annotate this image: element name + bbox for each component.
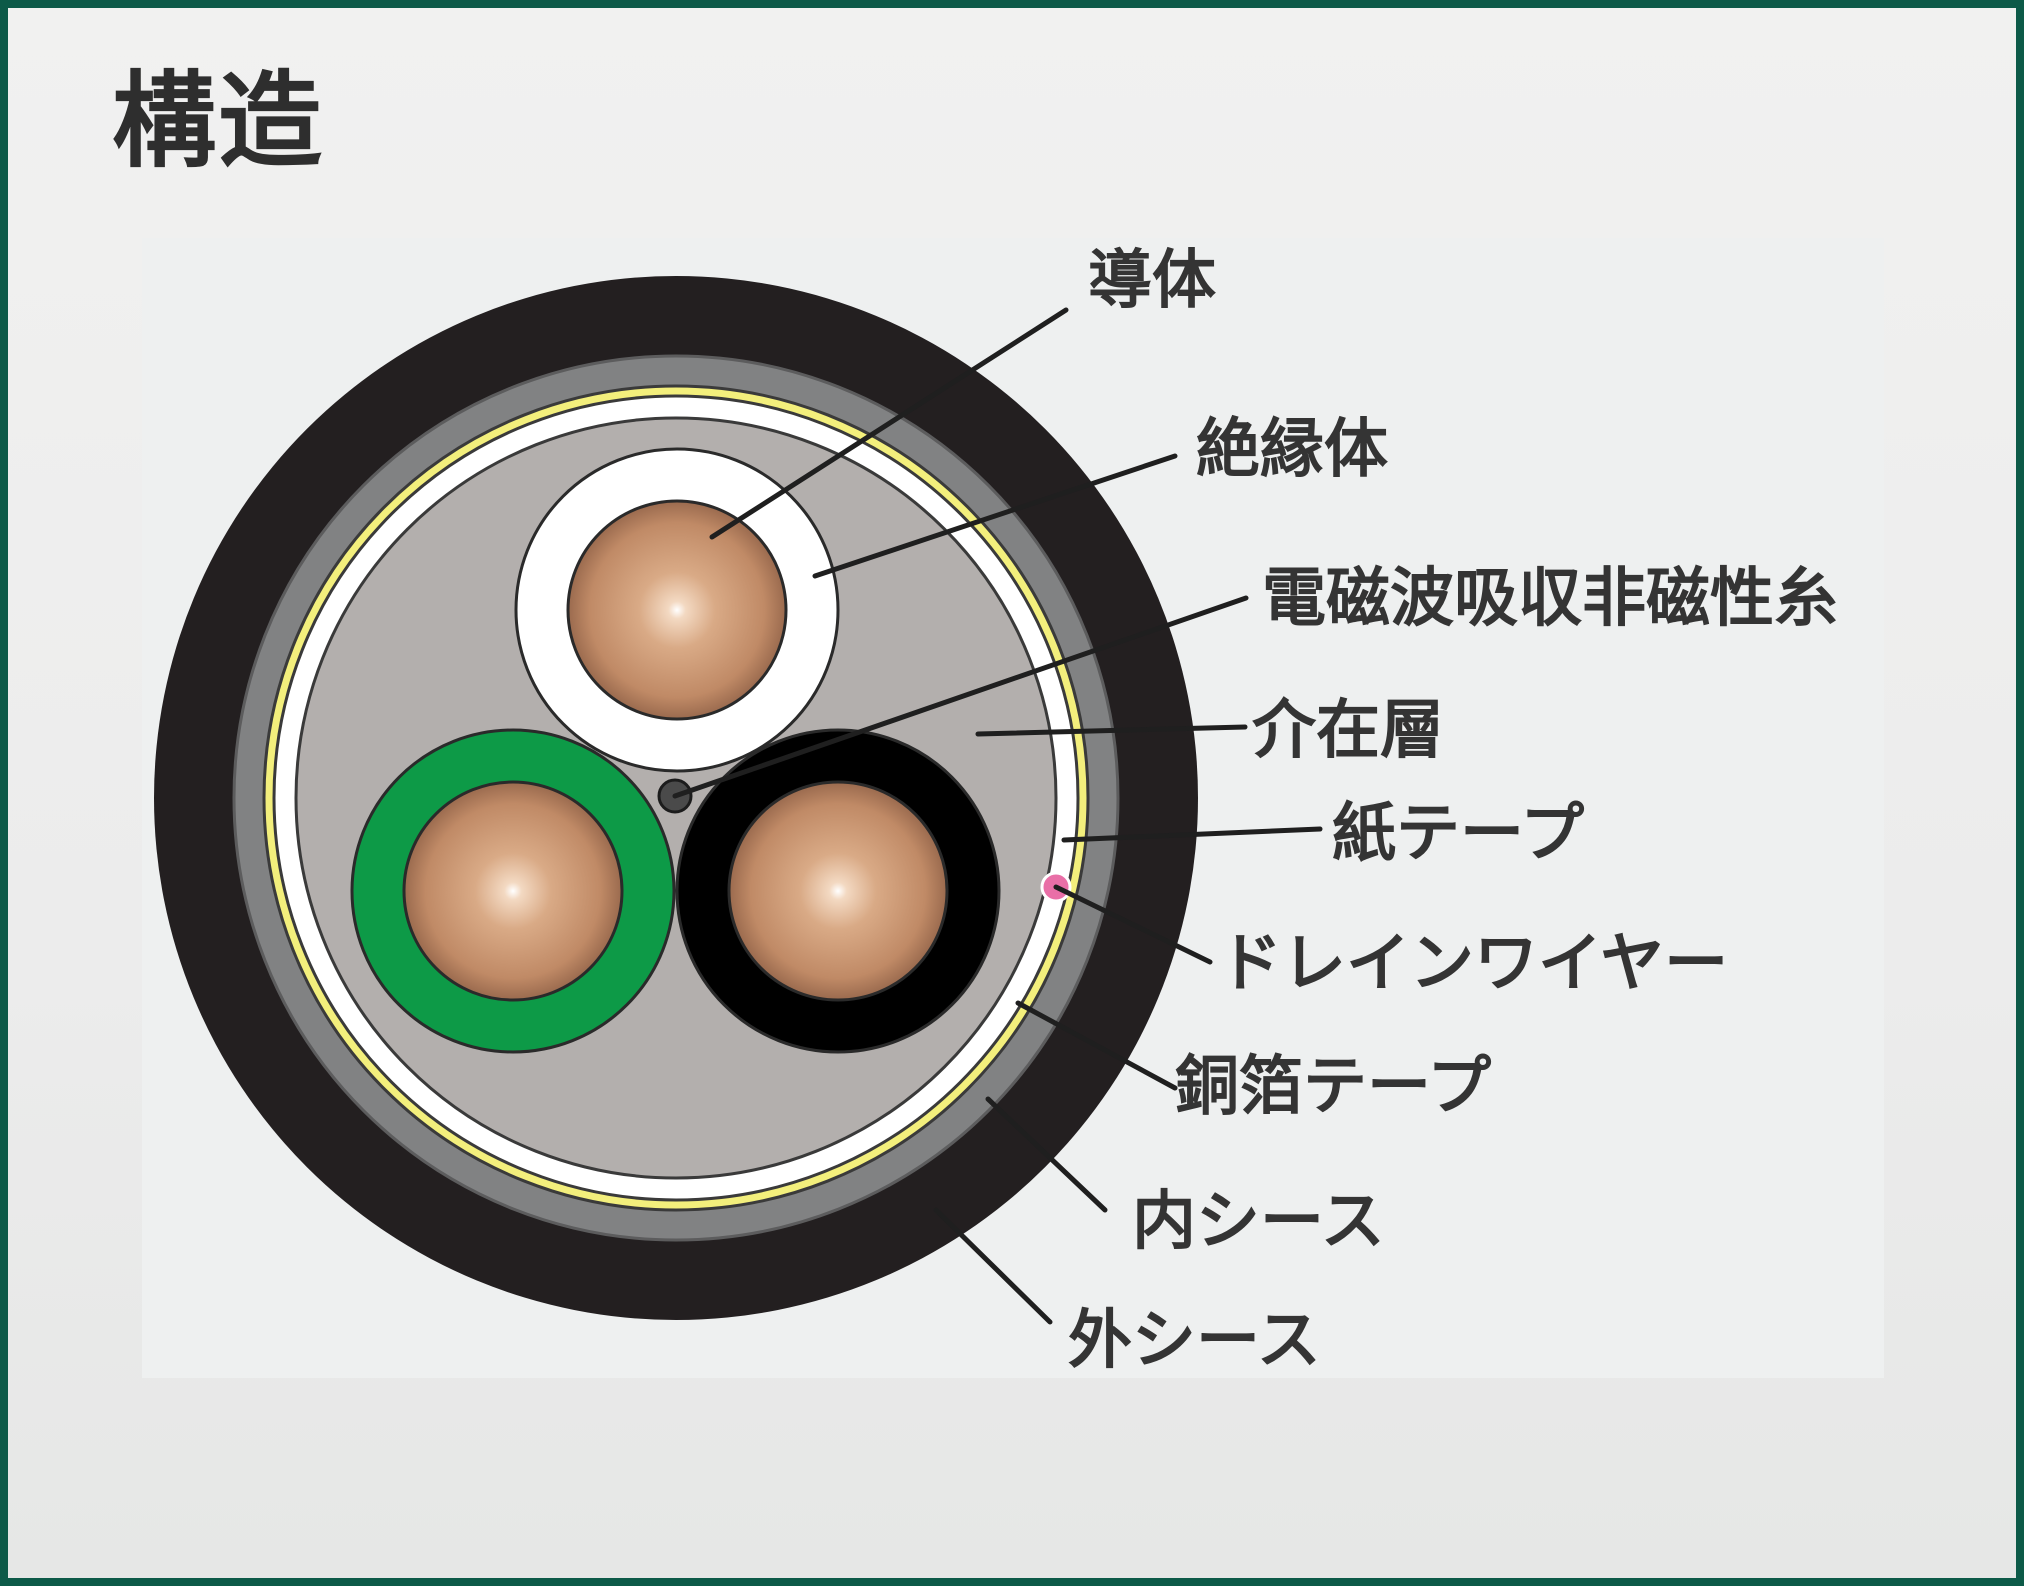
leader-line-paper-tape bbox=[1061, 826, 1323, 843]
core-white bbox=[514, 447, 840, 773]
leader-line-insulation bbox=[812, 453, 1178, 579]
conductor-copper bbox=[566, 499, 788, 721]
label-outer-sheath: 外シース bbox=[1068, 1304, 1321, 1378]
label-filler-layer: 介在層 bbox=[1252, 694, 1444, 768]
leader-line-conductor bbox=[709, 307, 1069, 540]
leader-line-em-yarn bbox=[672, 595, 1249, 799]
leader-line-outer-sheath bbox=[933, 1207, 1053, 1325]
page-title: 構造 bbox=[112, 60, 325, 182]
label-conductor: 導体 bbox=[1088, 244, 1216, 318]
core-green bbox=[350, 728, 676, 1054]
leader-line-copper-tape bbox=[1015, 1000, 1178, 1091]
leader-line-drain-wire bbox=[1053, 884, 1213, 965]
label-copper-foil-tape: 銅箔テープ bbox=[1175, 1050, 1491, 1124]
label-em-absorbing-yarn: 電磁波吸収非磁性糸 bbox=[1262, 562, 1838, 636]
conductor-copper bbox=[402, 780, 624, 1002]
leader-line-filler bbox=[975, 724, 1248, 737]
core-black bbox=[675, 728, 1001, 1054]
label-paper-tape: 紙テープ bbox=[1332, 797, 1584, 871]
label-drain-wire: ドレインワイヤー bbox=[1218, 927, 1728, 1001]
label-inner-sheath: 内シース bbox=[1132, 1185, 1385, 1259]
leader-line-inner-sheath bbox=[985, 1096, 1108, 1213]
conductor-copper bbox=[727, 780, 949, 1002]
label-insulation: 絶縁体 bbox=[1196, 413, 1388, 487]
